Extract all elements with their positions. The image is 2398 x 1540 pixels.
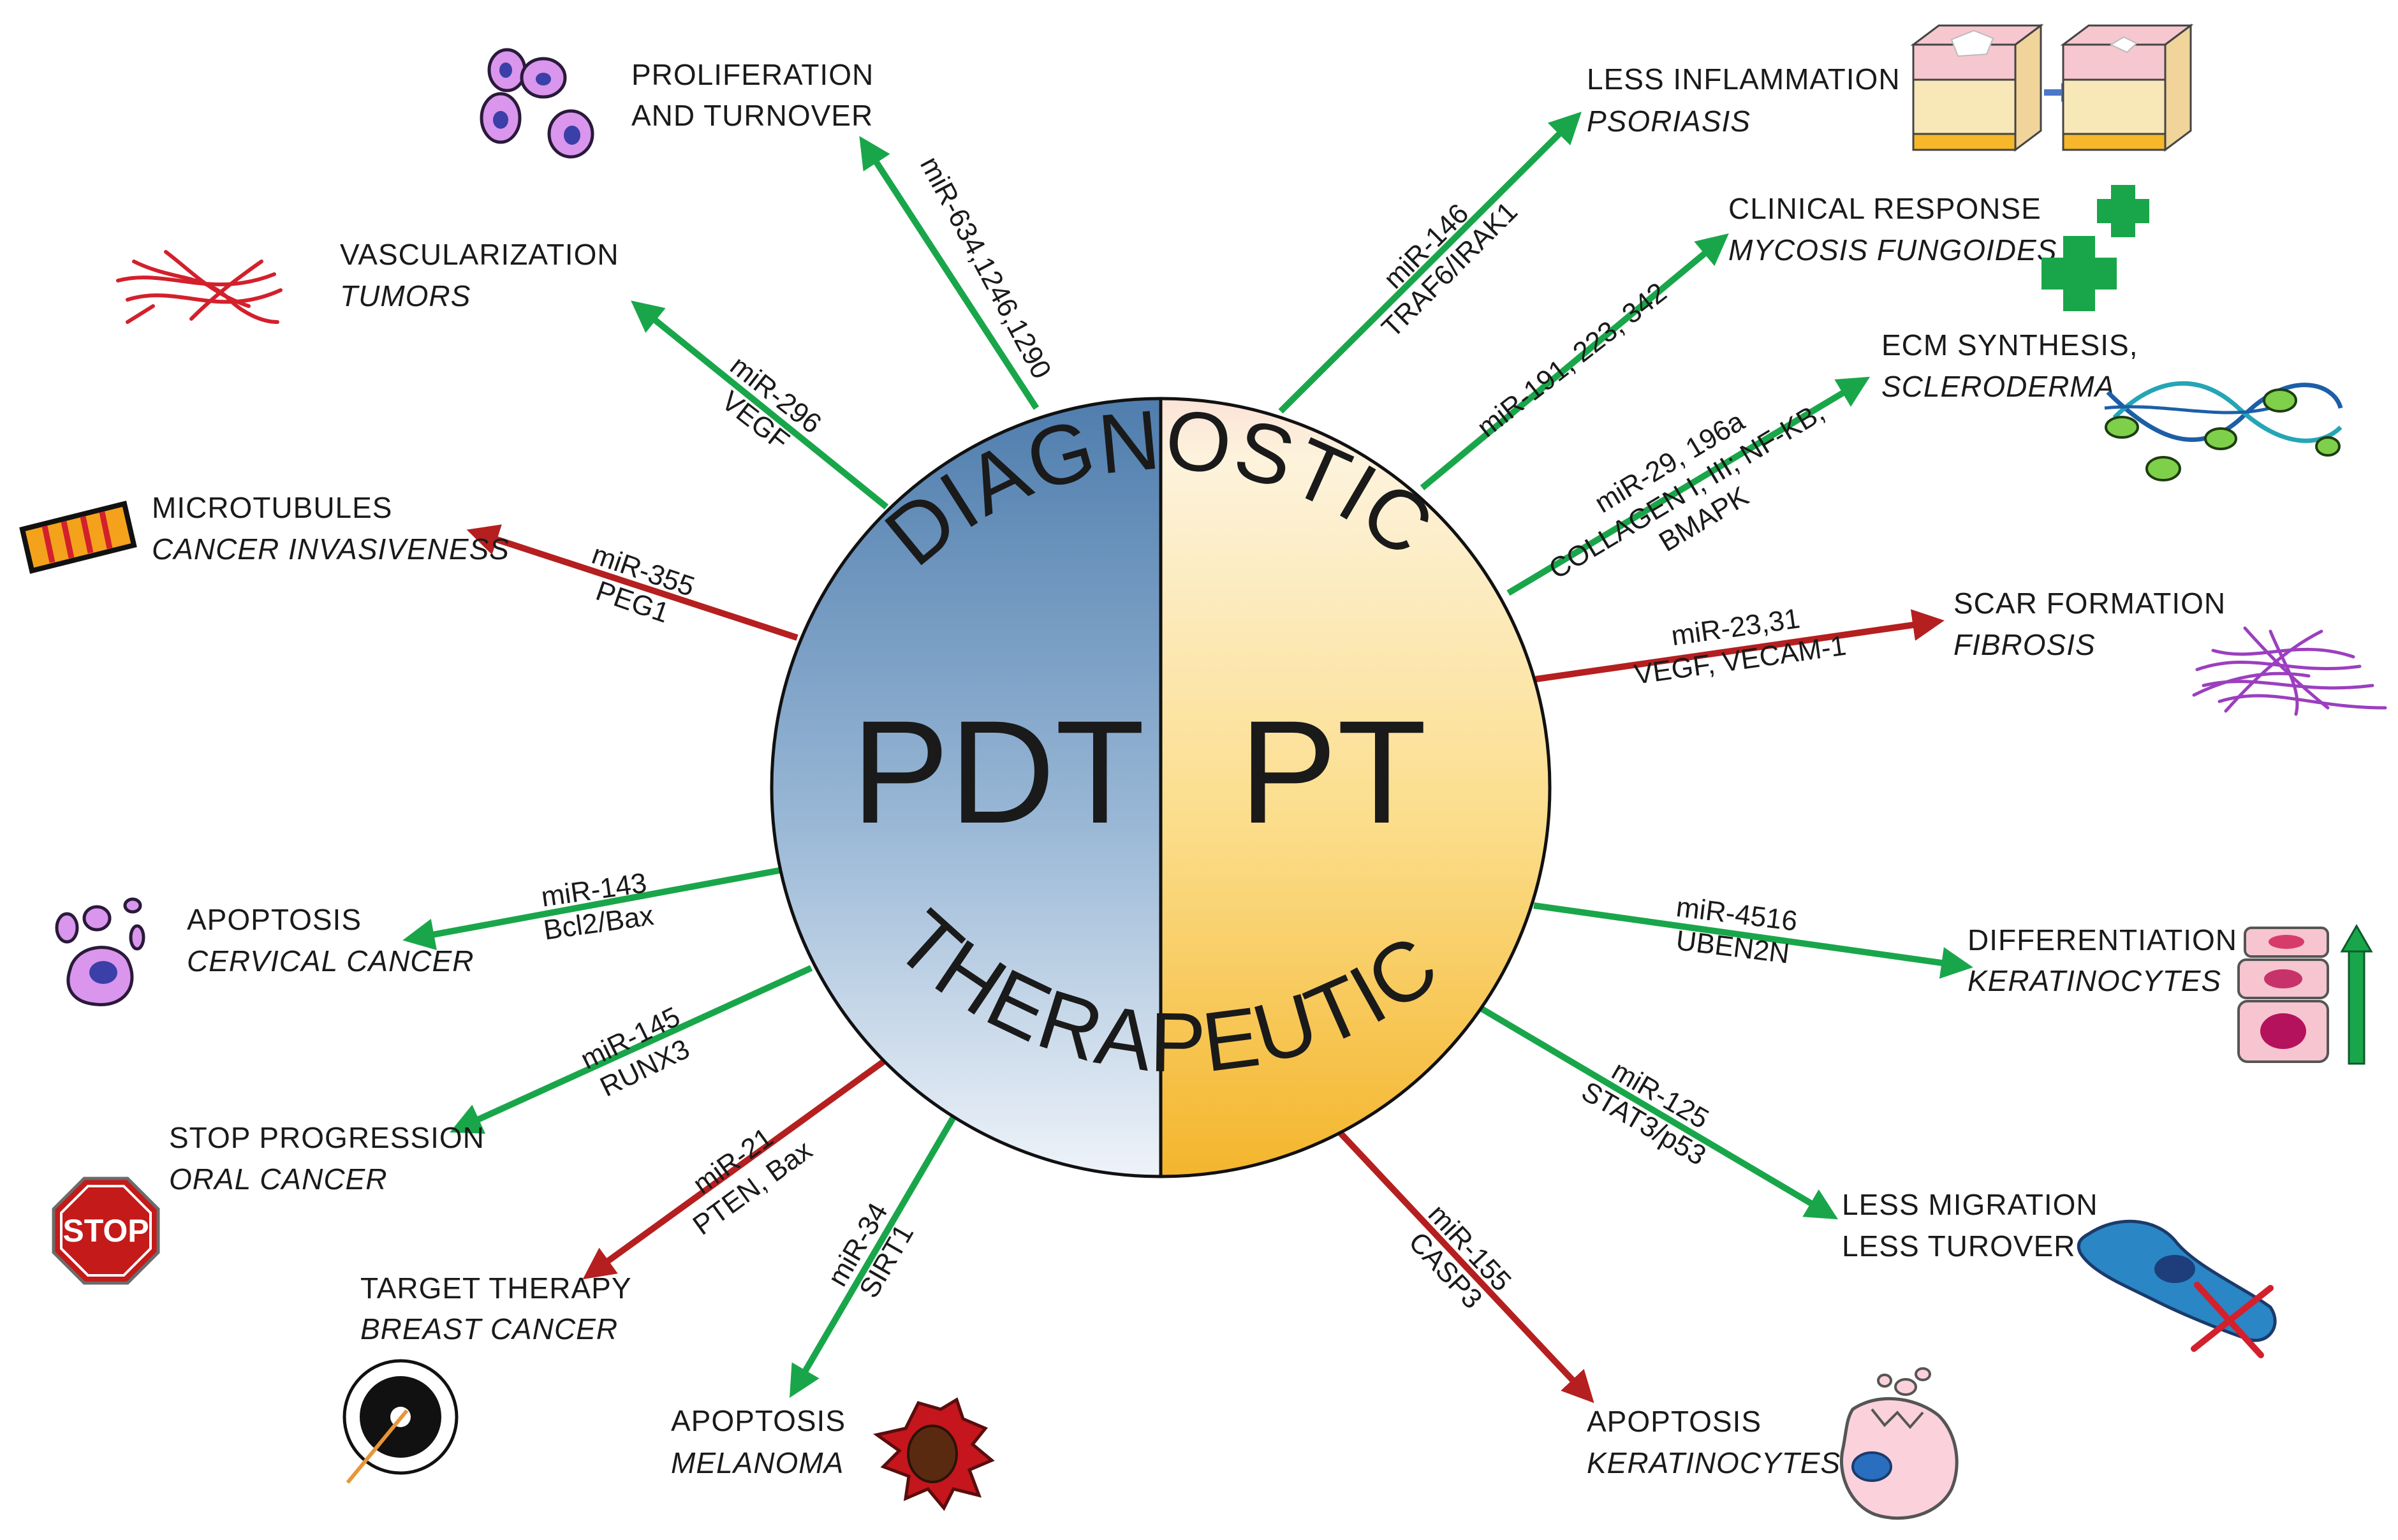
skin-layers-icon <box>1910 24 2194 152</box>
pt-half <box>1161 399 1550 1177</box>
purple-cells-icon <box>480 48 594 159</box>
ecm-fibers-icon <box>2104 381 2343 481</box>
ecm-outcome-title: ECM SYNTHESIS, <box>1881 328 2138 362</box>
microtubules-outcome-subtitle: CANCER INVASIVENESS <box>152 532 510 566</box>
ecm-mirna-label-1: COLLAGEN I, III; NF-KB, <box>1543 396 1830 585</box>
outcome-labels-layer: PROLIFERATION AND TURNOVER VASCULARIZATION… <box>152 58 2237 1479</box>
proliferation-arrow <box>859 136 1040 410</box>
ecm-arrow <box>1506 376 1871 596</box>
differentiation-outcome-subtitle: KERATINOCYTES <box>1968 964 2221 997</box>
keratinocyte-stack-icon <box>2237 923 2373 1065</box>
apoptosis-cervical-outcome-subtitle: CERVICAL CANCER <box>187 944 474 978</box>
proliferation-outcome-subtitle: AND TURNOVER <box>631 99 873 132</box>
proliferation-mirna-label-0: miR-634,1246,1290 <box>914 152 1057 384</box>
circle-outline <box>770 397 1552 1178</box>
apoptosis-melanoma-outcome-subtitle: MELANOMA <box>671 1446 844 1479</box>
target-therapy-outcome-subtitle: BREAST CANCER <box>360 1312 618 1346</box>
scar-outcome-subtitle: FIBROSIS <box>1953 628 2096 661</box>
vascularization-outcome-subtitle: TUMORS <box>340 279 471 312</box>
fibrosis-fibers-icon <box>2192 626 2387 716</box>
pdt-half <box>772 399 1161 1177</box>
apoptosis-melanoma-outcome-title: APOPTOSIS <box>671 1404 846 1437</box>
differentiation-outcome-title: DIFFERENTIATION <box>1968 923 2237 957</box>
vascularization-arrow <box>631 300 889 510</box>
stop-progression-outcome-subtitle: ORAL CANCER <box>169 1162 387 1196</box>
apoptosis-keratinocytes-arrow <box>1337 1129 1594 1404</box>
psoriasis-outcome-title: LESS INFLAMMATION <box>1587 62 1901 96</box>
stop-progression-outcome-title: STOP PROGRESSION <box>169 1121 485 1154</box>
stop-progression-arrow <box>450 965 813 1134</box>
broken-cell-icon <box>1839 1367 1959 1520</box>
target-therapy-outcome-title: TARGET THERAPY <box>360 1272 632 1305</box>
psoriasis-outcome-subtitle: PSORIASIS <box>1587 105 1751 138</box>
apoptosis-keratinocytes-outcome-title: APOPTOSIS <box>1587 1405 1762 1438</box>
green-cross-icon <box>2041 185 2149 311</box>
vascularization-outcome-title: VASCULARIZATION <box>340 238 619 271</box>
scar-outcome-title: SCAR FORMATION <box>1953 587 2226 620</box>
arrows-layer <box>402 112 1973 1404</box>
psoriasis-arrow <box>1278 112 1582 414</box>
migration-arrow <box>1478 1004 1839 1220</box>
microtubules-outcome-title: MICROTUBULES <box>152 491 392 524</box>
target-icon <box>342 1359 459 1484</box>
target-therapy-arrow <box>582 1059 885 1280</box>
center-circle: PDT PT DIAGNOSTIC THERAPEUTIC <box>770 392 1552 1178</box>
migrating-cell-icon <box>2077 1219 2277 1358</box>
mycosis-outcome-title: CLINICAL RESPONSE <box>1728 192 2041 225</box>
mycosis-mirna-label-0: miR-191, 223, 342 <box>1471 277 1672 443</box>
stop-sign-text: STOP <box>63 1213 149 1249</box>
apoptotic-cell-icon <box>55 897 145 1006</box>
icons-layer: STOP <box>19 24 2387 1520</box>
migration-outcome-title: LESS MIGRATION <box>1842 1188 2098 1221</box>
differentiation-arrow <box>1533 902 1973 979</box>
stop-sign-icon: STOP <box>52 1177 160 1285</box>
mycosis-outcome-subtitle: MYCOSIS FUNGOIDES <box>1728 233 2057 267</box>
blood-vessels-icon <box>116 250 283 324</box>
pt-label: PT <box>1239 690 1427 854</box>
microtubule-icon <box>19 501 137 574</box>
apoptosis-melanoma-arrow <box>789 1115 957 1398</box>
apoptosis-cervical-arrow <box>402 867 780 951</box>
apoptosis-cervical-outcome-title: APOPTOSIS <box>187 903 362 936</box>
scar-arrow <box>1535 609 1945 682</box>
microtubules-arrow <box>466 524 798 641</box>
pdt-label: PDT <box>851 690 1145 854</box>
ecm-outcome-subtitle: SCLERODERMA <box>1881 370 2115 403</box>
melanoma-cell-icon <box>872 1397 995 1511</box>
migration-outcome-subtitle: LESS TUROVER <box>1842 1229 2075 1263</box>
proliferation-outcome-title: PROLIFERATION <box>631 58 874 91</box>
mycosis-arrow <box>1420 233 1729 490</box>
apoptosis-keratinocytes-outcome-subtitle: KERATINOCYTES <box>1587 1446 1841 1479</box>
